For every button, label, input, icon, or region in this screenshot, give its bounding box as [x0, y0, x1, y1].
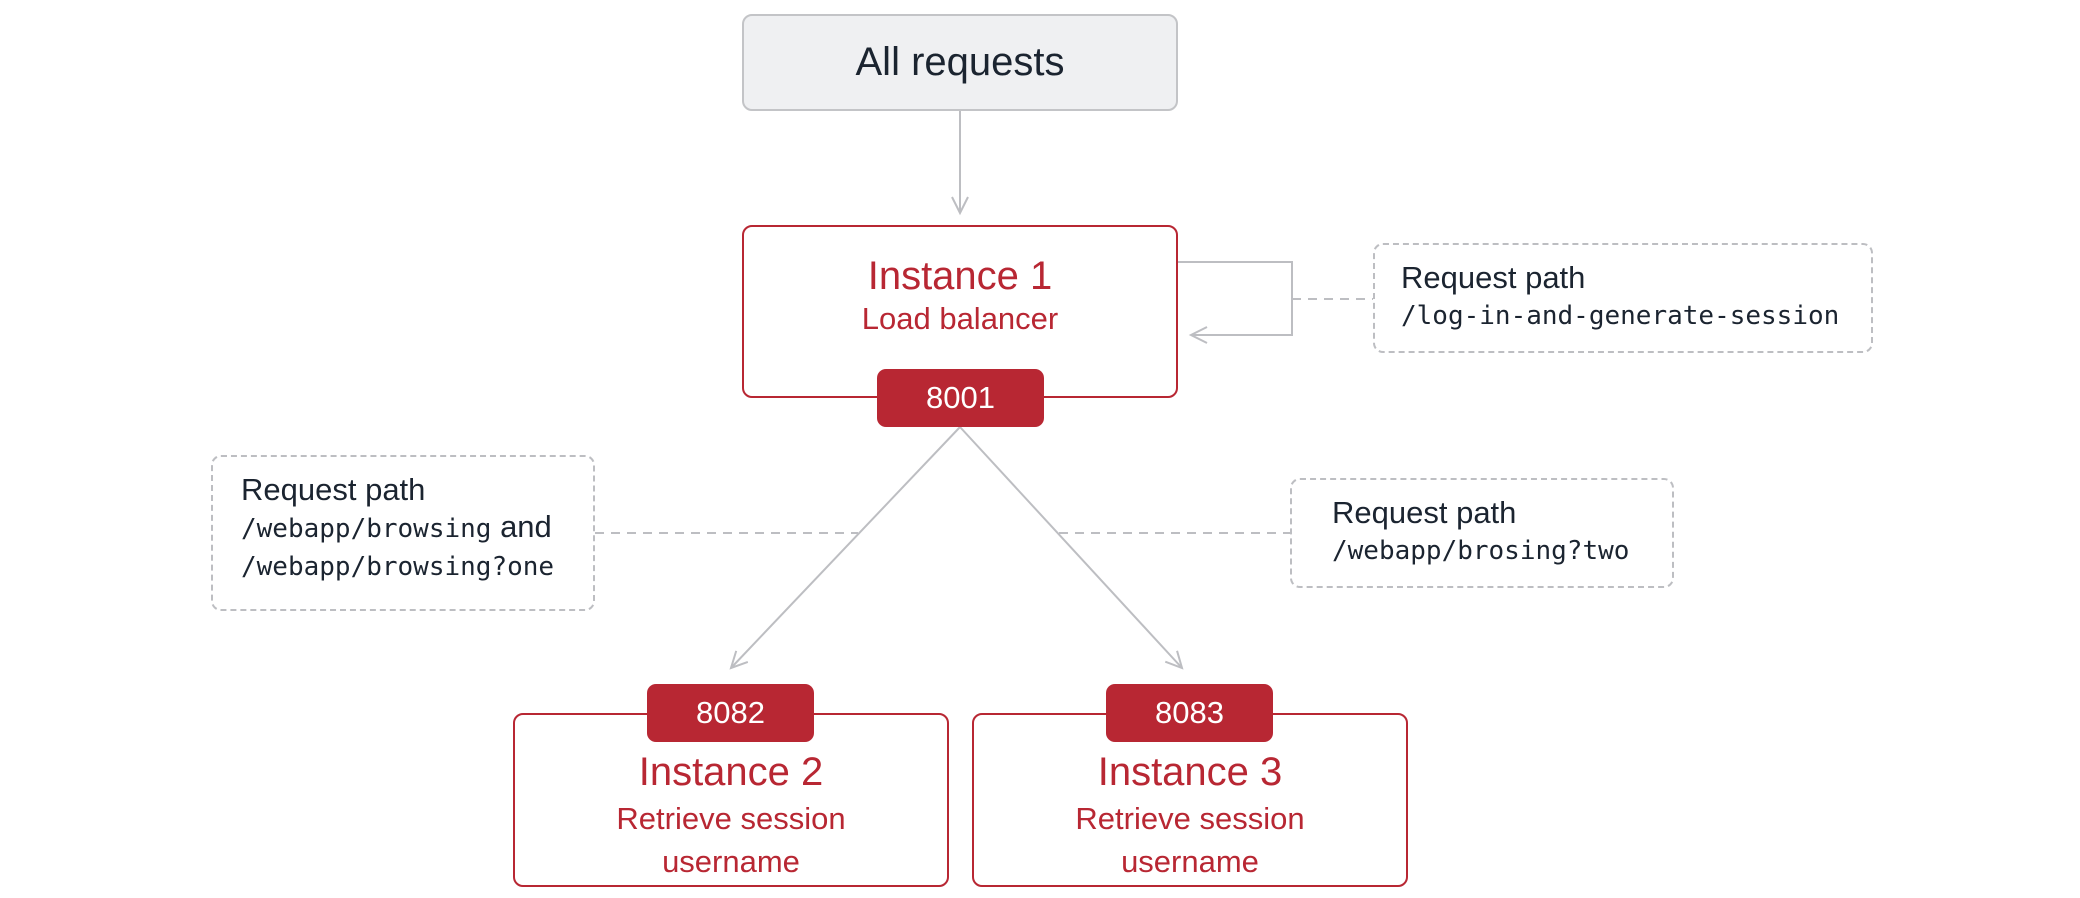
request-path-note-session: Request path /log-in-and-generate-sessio…: [1373, 243, 1873, 353]
instance-3-title: Instance 3: [1097, 750, 1283, 794]
note-path: /log-in-and-generate-session: [1401, 301, 1840, 331]
note-label: Request path: [1401, 260, 1586, 295]
port-badge-8082: 8082: [647, 684, 814, 742]
self-loop-arrow: [1178, 261, 1293, 344]
note-conjunction: and: [491, 509, 552, 544]
request-path-note-browsing: Request path /webapp/browsing and /webap…: [211, 455, 595, 611]
note-label: Request path: [1332, 495, 1517, 530]
instance-1-title: Instance 1: [867, 254, 1053, 298]
instance-2-box: Instance 2 Retrieve session username: [513, 713, 949, 887]
request-path-note-two: Request path /webapp/brosing?two: [1290, 478, 1674, 588]
port-badge-8083: 8083: [1106, 684, 1273, 742]
instance-3-subtitle-line1: Retrieve session: [1075, 801, 1305, 836]
instance-1-subtitle: Load balancer: [861, 301, 1059, 336]
arrow-to-instance3: [959, 426, 1184, 670]
instance-2-subtitle-line1: Retrieve session: [616, 801, 846, 836]
all-requests-label: All requests: [855, 40, 1065, 84]
note-path: /webapp/brosing?two: [1332, 536, 1630, 566]
note-label: Request path: [241, 472, 426, 507]
arrow-to-instance2: [729, 426, 961, 670]
instance-2-title: Instance 2: [638, 750, 824, 794]
note-path-2: /webapp/browsing?one: [241, 552, 555, 582]
port-badge-8001: 8001: [877, 369, 1044, 427]
instance-2-subtitle-line2: username: [662, 844, 800, 879]
instance-3-subtitle-line2: username: [1121, 844, 1259, 879]
note-path-1: /webapp/browsing: [241, 514, 492, 544]
all-requests-box: All requests: [742, 14, 1178, 111]
instance-3-box: Instance 3 Retrieve session username: [972, 713, 1408, 887]
